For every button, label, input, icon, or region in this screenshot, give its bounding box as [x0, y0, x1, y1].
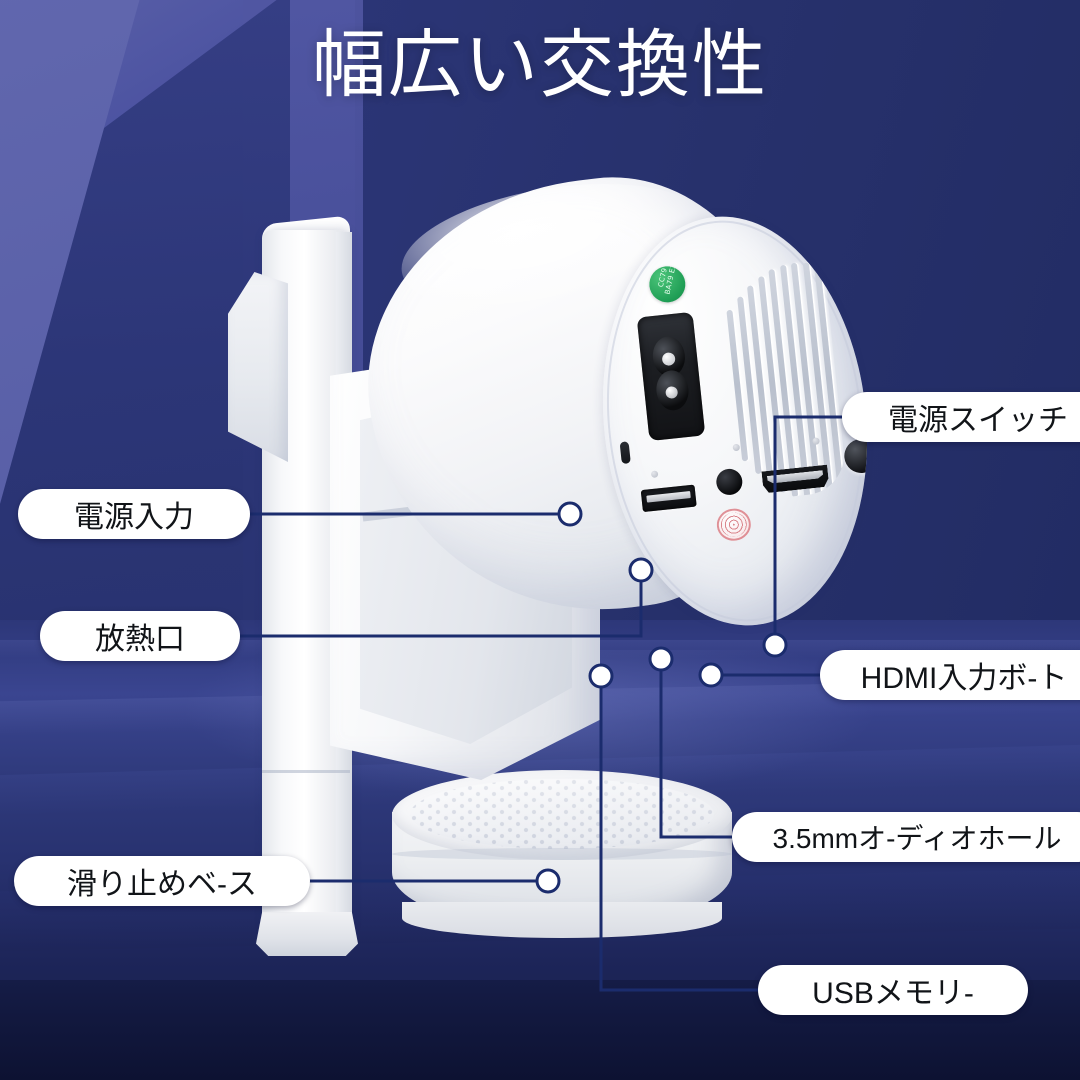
- page-title: 幅広い交換性: [312, 23, 768, 106]
- bracket-wing: [228, 272, 288, 462]
- base-rim: [392, 848, 732, 860]
- callout-label-power-switch: 電源スイッチ: [842, 392, 1080, 442]
- callout-label-usb-memory: USBメモリ-: [758, 965, 1028, 1015]
- base-mesh-shading: [410, 779, 714, 849]
- callout-label-heat-vent: 放熱口: [40, 611, 240, 661]
- column-foot: [256, 912, 358, 956]
- base-bottom-lip: [402, 902, 722, 938]
- callout-label-hdmi-input-port: HDMI入力ボ-ト: [820, 650, 1080, 700]
- callout-label-audio-hole: 3.5mmオ-ディオホール: [732, 812, 1080, 862]
- column-seam: [262, 770, 350, 773]
- callout-label-anti-slip-base: 滑り止めベ-ス: [14, 856, 310, 906]
- projector-body: CC79 BA79 E3: [345, 158, 887, 662]
- anti-slip-base: [392, 770, 732, 950]
- sticker-green-text: CC79 BA79 E3: [656, 264, 678, 296]
- callout-label-power-input: 電源入力: [18, 489, 250, 539]
